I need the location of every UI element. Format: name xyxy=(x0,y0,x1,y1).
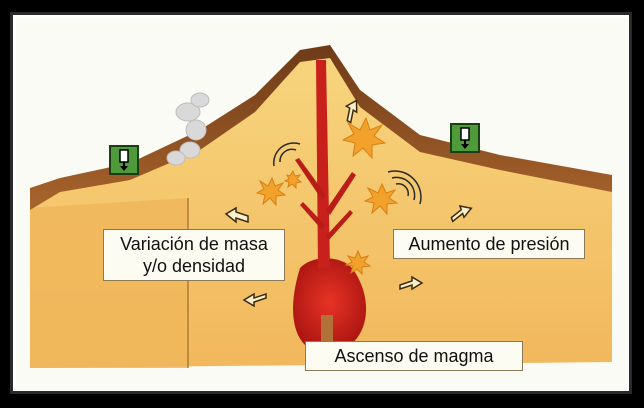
deformation-arrow xyxy=(242,292,267,308)
seismic-burst xyxy=(255,176,287,207)
seismic-burst xyxy=(341,116,387,160)
magma-dike-right xyxy=(326,172,356,215)
deformation-arrow xyxy=(450,205,473,223)
label-magma-ascent: Ascenso de magma xyxy=(305,341,523,371)
label-mass-line1: Variación de masa xyxy=(120,234,268,254)
magma-conduit xyxy=(316,60,330,268)
fumarole-steam xyxy=(166,92,210,166)
magma-ascent-arrow xyxy=(321,315,333,343)
seismic-burst xyxy=(344,249,372,276)
seismic-waves xyxy=(273,142,422,205)
gravimeter-icon xyxy=(109,145,139,175)
label-mass-density-variation: Variación de masa y/o densidad xyxy=(103,229,285,281)
label-pressure-increase: Aumento de presión xyxy=(393,229,585,259)
deformation-arrow xyxy=(344,99,358,124)
magma-dike-left xyxy=(295,158,326,200)
seismic-burst xyxy=(283,169,303,190)
label-pressure-text: Aumento de presión xyxy=(408,234,570,254)
deformation-arrow xyxy=(399,275,424,291)
magma-chamber xyxy=(293,258,367,345)
magma-dike-right-lower xyxy=(326,210,353,240)
seismic-bursts xyxy=(255,116,399,276)
gravimeter-icon xyxy=(450,123,480,153)
left-side-face xyxy=(30,198,188,368)
deformation-arrow xyxy=(224,206,249,224)
seismic-burst xyxy=(363,182,399,216)
label-mass-line2: y/o densidad xyxy=(142,256,246,276)
magma-dike-left-lower xyxy=(300,202,325,230)
label-magma-text: Ascenso de magma xyxy=(334,346,494,366)
